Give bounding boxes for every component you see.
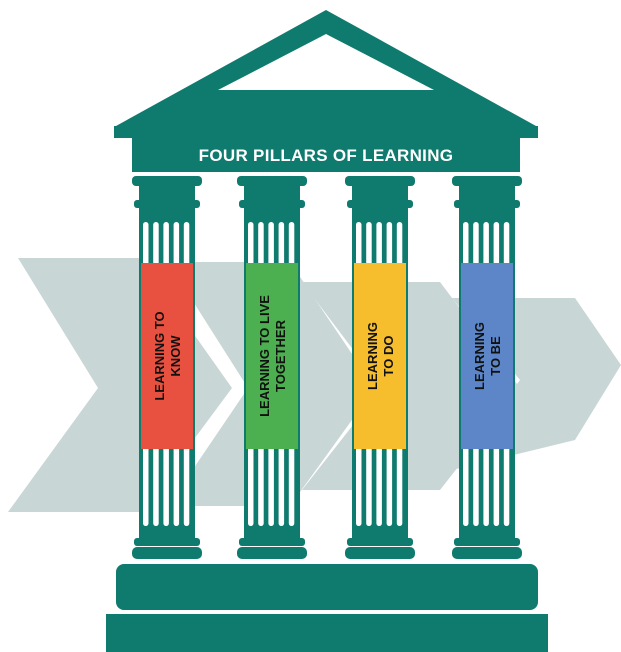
- base-upper-step: [116, 564, 538, 610]
- pillar-label-line1: LEARNING TO: [152, 311, 167, 400]
- pillar-label: LEARNINGTO BE: [472, 322, 503, 390]
- roof-ledge: [114, 126, 538, 138]
- column-base: [237, 547, 307, 559]
- column-base-ring: [239, 538, 305, 546]
- capital-top: [132, 176, 202, 186]
- capital-top: [345, 176, 415, 186]
- capital-ring: [347, 200, 413, 208]
- capital-ring: [134, 200, 200, 208]
- pillar-3: LEARNINGTO DO: [345, 176, 415, 559]
- temple-roof: FOUR PILLARS OF LEARNING: [114, 10, 538, 172]
- column-base-ring: [454, 538, 520, 546]
- chevron-arrows: [8, 258, 621, 512]
- temple-base: [106, 564, 548, 652]
- pillar-label-line2: TO DO: [381, 336, 396, 377]
- capital: [459, 186, 515, 200]
- pillar-label: LEARNING TO LIVETOGETHER: [257, 295, 288, 417]
- pillar-label-line2: KNOW: [168, 335, 183, 377]
- base-lower-step: [106, 614, 548, 652]
- entablature: [132, 138, 520, 172]
- pillar-panel: [461, 263, 513, 449]
- column-base: [132, 547, 202, 559]
- capital-ring: [239, 200, 305, 208]
- column-base: [345, 547, 415, 559]
- pillar-label-line1: LEARNING: [472, 322, 487, 390]
- pillar-label: LEARNINGTO DO: [365, 322, 396, 390]
- pillar-4: LEARNINGTO BE: [452, 176, 522, 559]
- capital: [352, 186, 408, 200]
- column-base: [452, 547, 522, 559]
- pillar-label: LEARNING TOKNOW: [152, 311, 183, 400]
- column-base-ring: [134, 538, 200, 546]
- pillar-panel: [246, 263, 298, 449]
- pillar-panel: [354, 263, 406, 449]
- pediment-inner: [218, 34, 434, 90]
- pillar-label-line1: LEARNING: [365, 322, 380, 390]
- capital: [244, 186, 300, 200]
- pillar-1: LEARNING TOKNOW: [132, 176, 202, 559]
- capital-top: [452, 176, 522, 186]
- capital-ring: [454, 200, 520, 208]
- diagram-title: FOUR PILLARS OF LEARNING: [199, 146, 454, 165]
- column-base-ring: [347, 538, 413, 546]
- pillar-panel: [141, 263, 193, 449]
- capital-top: [237, 176, 307, 186]
- pillar-label-line2: TO BE: [488, 336, 503, 376]
- capital: [139, 186, 195, 200]
- pillar-label-line2: TOGETHER: [273, 319, 288, 392]
- pillar-label-line1: LEARNING TO LIVE: [257, 295, 272, 417]
- pillar-2: LEARNING TO LIVETOGETHER: [237, 176, 307, 559]
